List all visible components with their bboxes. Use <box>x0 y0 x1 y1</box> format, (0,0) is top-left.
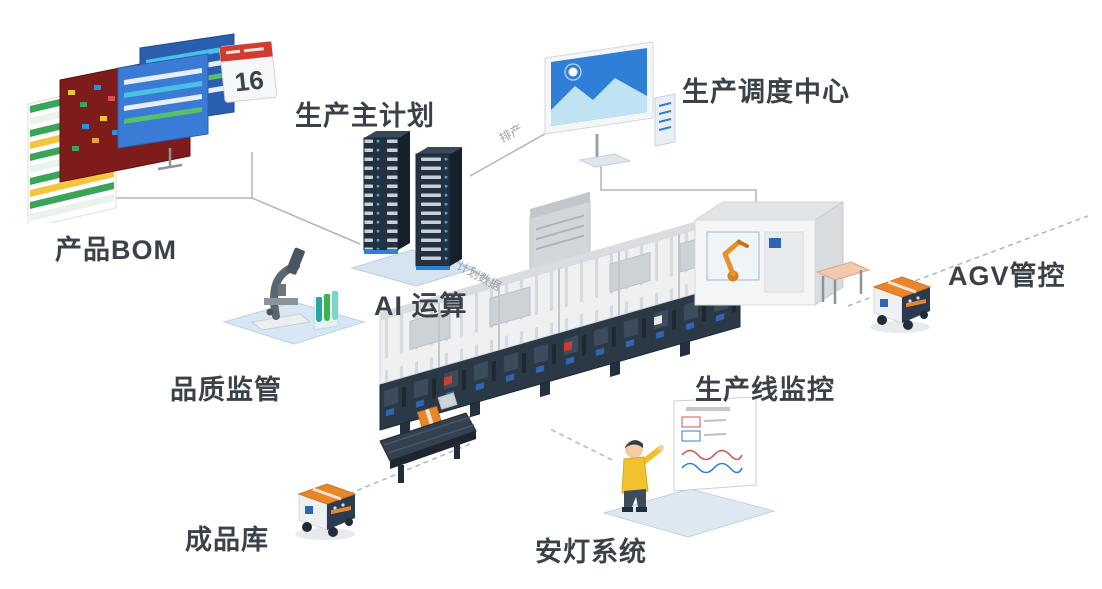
side-table-icon <box>815 261 871 304</box>
edge-bom-ai <box>88 152 361 245</box>
quality-illustration <box>222 247 366 345</box>
robot-cell-icon <box>693 201 845 306</box>
label-quality: 品质监管 <box>170 375 282 405</box>
label-andon: 安灯系统 <box>535 537 647 567</box>
server-base-platform <box>350 249 478 287</box>
edge-agv-dashed <box>847 215 1089 307</box>
agv-left-illustration <box>295 483 357 540</box>
andon-board-icon <box>673 396 757 492</box>
worker-icon <box>621 440 664 512</box>
label-agv-control: AGV管控 <box>948 261 1066 291</box>
test-tubes-icon <box>313 288 339 331</box>
label-bom: 产品BOM <box>55 235 177 265</box>
server-rack-front-icon <box>415 147 462 270</box>
ai-servers-illustration <box>350 131 478 287</box>
dispatch-monitor-illustration <box>544 41 676 168</box>
label-finished-goods: 成品库 <box>185 525 269 555</box>
edge-andon-dashed <box>547 427 613 461</box>
output-conveyor-icon <box>379 392 477 483</box>
production-line-illustration <box>379 191 871 483</box>
andon-platform <box>602 488 776 538</box>
calendar-day: 16 <box>233 65 265 98</box>
agv-icon <box>870 276 932 333</box>
andon-illustration <box>602 396 776 538</box>
calendar-icon: 16 <box>219 41 278 103</box>
monitor-icon <box>544 41 654 168</box>
server-rack-back-icon <box>363 131 410 254</box>
edge-dispatch-line <box>600 166 757 212</box>
label-ai-compute: AI 运算 <box>374 291 468 321</box>
bom-screens-illustration: 16 <box>27 33 278 223</box>
label-master-plan: 生产主计划 <box>295 101 435 131</box>
label-dispatch-center: 生产调度中心 <box>682 77 850 107</box>
agv-right-illustration <box>870 276 932 333</box>
machine-row-icon <box>379 191 741 438</box>
microscope-icon <box>250 247 312 331</box>
label-line-monitor: 生产线监控 <box>695 375 835 405</box>
robot-arm-icon <box>722 239 749 282</box>
agv-icon <box>295 483 357 540</box>
plan-screen-front-icon <box>117 53 209 171</box>
spec-card-icon <box>654 93 676 147</box>
